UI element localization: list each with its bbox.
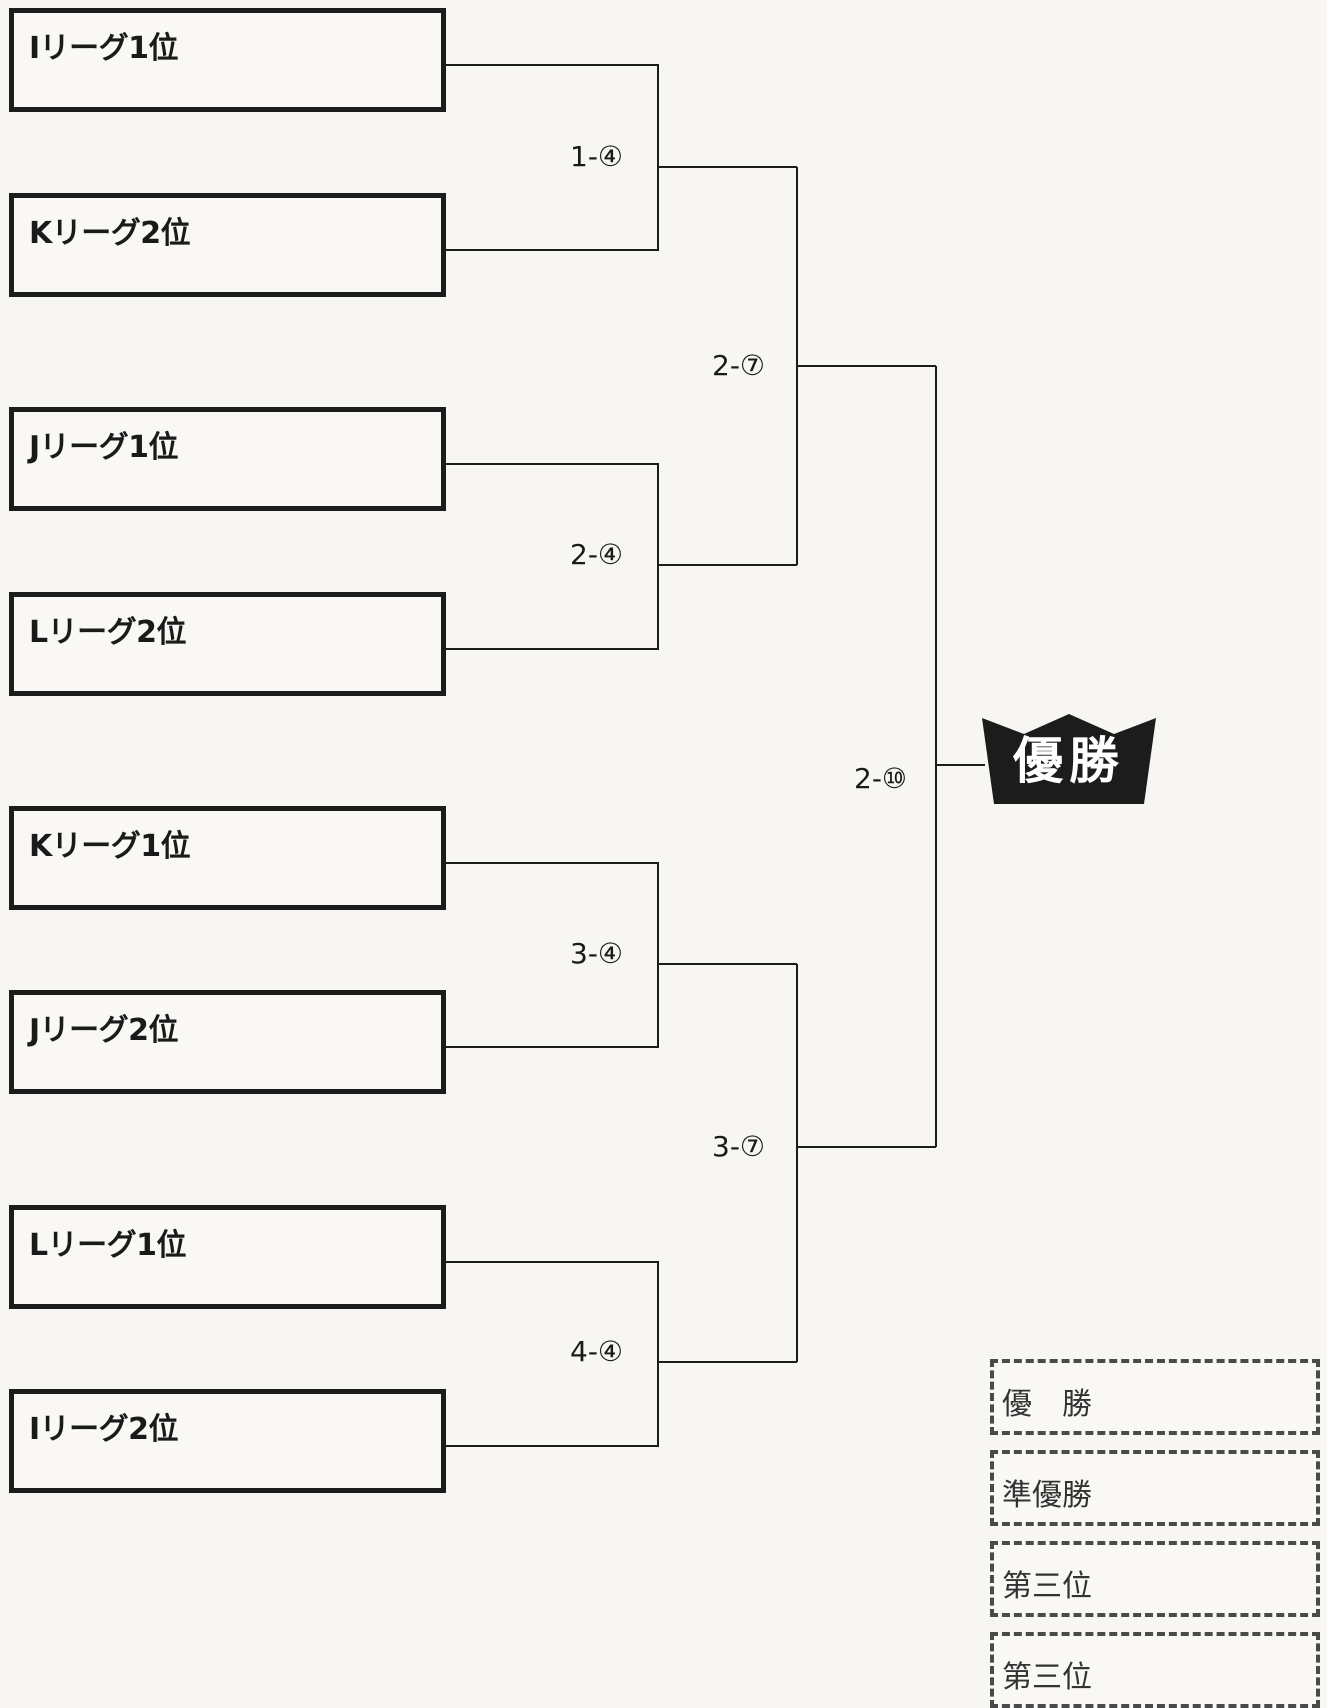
team-box-8[interactable]: Iリーグ2位	[9, 1389, 446, 1493]
result-label-runner-up: 準優勝	[1002, 1478, 1092, 1513]
result-label-third-2: 第三位	[1002, 1660, 1092, 1695]
match-label-r1-3: 3-④	[570, 937, 624, 970]
match-label-r2-2: 3-⑦	[712, 1130, 766, 1163]
match-label-r1-4: 4-④	[570, 1335, 624, 1368]
bracket-line-r1-4	[446, 1261, 659, 1447]
team-label: Kリーグ1位	[29, 829, 191, 864]
bracket-line-r1-2	[446, 463, 659, 650]
crown-icon	[982, 714, 1156, 804]
champion-crown-badge: 優勝	[980, 712, 1158, 804]
team-box-2[interactable]: Kリーグ2位	[9, 193, 446, 297]
result-label-third-1: 第三位	[1002, 1569, 1092, 1604]
match-label-final: 2-⑩	[854, 762, 908, 795]
result-box-runner-up[interactable]: 準優勝	[990, 1450, 1320, 1526]
team-label: Lリーグ1位	[29, 1228, 187, 1263]
team-label: Iリーグ1位	[29, 31, 179, 66]
team-label: Jリーグ2位	[29, 1013, 179, 1048]
team-box-1[interactable]: Iリーグ1位	[9, 8, 446, 112]
bracket-line-r1-3	[446, 862, 659, 1048]
match-label-r1-2: 2-④	[570, 538, 624, 571]
result-label-winner: 優 勝	[1002, 1387, 1092, 1422]
team-box-5[interactable]: Kリーグ1位	[9, 806, 446, 910]
result-box-third-1[interactable]: 第三位	[990, 1541, 1320, 1617]
bracket-line-r1-1	[446, 64, 659, 251]
team-box-3[interactable]: Jリーグ1位	[9, 407, 446, 511]
team-label: Lリーグ2位	[29, 615, 187, 650]
team-box-7[interactable]: Lリーグ1位	[9, 1205, 446, 1309]
team-box-4[interactable]: Lリーグ2位	[9, 592, 446, 696]
team-box-6[interactable]: Jリーグ2位	[9, 990, 446, 1094]
match-label-r1-1: 1-④	[570, 140, 624, 173]
team-label: Jリーグ1位	[29, 430, 179, 465]
champion-badge-text: 優勝	[1013, 732, 1125, 790]
result-box-third-2[interactable]: 第三位	[990, 1632, 1320, 1708]
team-label: Kリーグ2位	[29, 216, 191, 251]
team-label: Iリーグ2位	[29, 1412, 179, 1447]
result-box-winner[interactable]: 優 勝	[990, 1359, 1320, 1435]
match-label-r2-1: 2-⑦	[712, 349, 766, 382]
